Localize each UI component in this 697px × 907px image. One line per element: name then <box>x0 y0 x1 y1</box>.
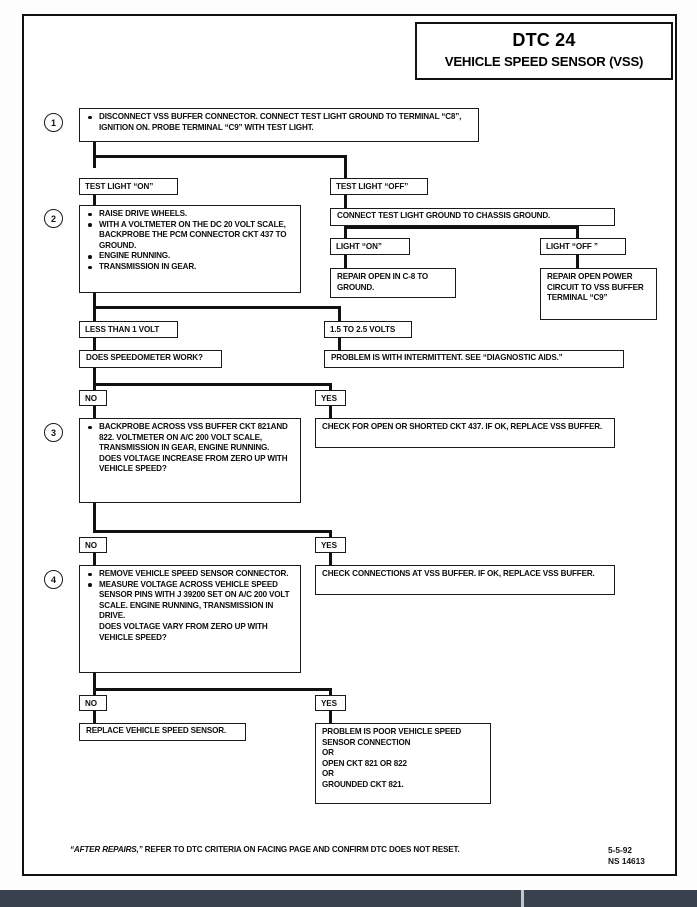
line-step2-across <box>93 306 341 309</box>
tag-no-2: NO <box>79 537 107 553</box>
repair-open-power-box: REPAIR OPEN POWER CIRCUIT TO VSS BUFFER … <box>540 268 657 320</box>
step-1-bullet-1: DISCONNECT VSS BUFFER CONNECTOR. CONNECT… <box>86 112 473 133</box>
line-lightoff-down <box>576 255 579 268</box>
step-3-box: BACKPROBE ACROSS VSS BUFFER CKT 821AND 8… <box>79 418 301 503</box>
tag-yes-3: YES <box>315 695 346 711</box>
dtc-name: VEHICLE SPEED SENSOR (VSS) <box>444 54 644 69</box>
step-4-box: REMOVE VEHICLE SPEED SENSOR CONNECTOR. M… <box>79 565 301 673</box>
line-no1-down <box>93 406 96 418</box>
tag-test-light-on: TEST LIGHT “ON” <box>79 178 178 195</box>
line-no3-down <box>93 711 96 723</box>
step-number-2: 2 <box>44 209 63 228</box>
footer-note: “AFTER REPAIRS,” REFER TO DTC CRITERIA O… <box>70 845 600 854</box>
bottom-bar-divider <box>521 890 524 907</box>
line-testlightoff-down <box>344 195 347 208</box>
line-yes3-down <box>329 711 332 723</box>
step-number-3: 3 <box>44 423 63 442</box>
line-step3-down <box>93 503 96 533</box>
problem-intermittent-box: PROBLEM IS WITH INTERMITTENT. SEE “DIAGN… <box>324 350 624 368</box>
step-1-box: DISCONNECT VSS BUFFER CONNECTOR. CONNECT… <box>79 108 479 142</box>
step-2-bullet-2: WITH A VOLTMETER ON THE DC 20 VOLT SCALE… <box>86 220 295 252</box>
poor-connection-line-6: GROUNDED CKT 821. <box>322 779 404 789</box>
step-4-bullet-1: REMOVE VEHICLE SPEED SENSOR CONNECTOR. <box>86 569 295 580</box>
does-speedometer-work-box: DOES SPEEDOMETER WORK? <box>79 350 222 368</box>
connect-chassis-ground-box: CONNECT TEST LIGHT GROUND TO CHASSIS GRO… <box>330 208 615 226</box>
line-lessthan1-down <box>93 338 96 350</box>
line-chassis-right-down <box>576 226 579 238</box>
problem-poor-connection-box: PROBLEM IS POOR VEHICLE SPEED SENSOR CON… <box>315 723 491 804</box>
line-step1-right-down <box>344 155 347 178</box>
step-4-question: DOES VOLTAGE VARY FROM ZERO UP WITH VEHI… <box>99 621 268 642</box>
footer-emphasis: “AFTER REPAIRS,” <box>70 845 143 854</box>
step-2-bullet-1: RAISE DRIVE WHEELS. <box>86 209 295 220</box>
footer-stamp: 5-5-92 NS 14613 <box>608 845 678 867</box>
step-number-4: 4 <box>44 570 63 589</box>
poor-connection-line-5: OR <box>322 769 334 779</box>
tag-1-5-to-2-5-volts: 1.5 TO 2.5 VOLTS <box>324 321 412 338</box>
tag-yes-1: YES <box>315 390 346 406</box>
step-3-bullet-1: BACKPROBE ACROSS VSS BUFFER CKT 821AND 8… <box>86 422 295 454</box>
line-yes2-down <box>329 553 332 565</box>
tag-light-off: LIGHT “OFF ” <box>540 238 626 255</box>
dtc-code: DTC 24 <box>512 30 576 50</box>
line-step3-across <box>93 530 332 533</box>
step-4-bullet-2: MEASURE VOLTAGE ACROSS VEHICLE SPEED SEN… <box>86 580 295 622</box>
tag-yes-2: YES <box>315 537 346 553</box>
poor-connection-line-2: SENSOR CONNECTION <box>322 737 411 747</box>
tag-less-than-1-volt: LESS THAN 1 VOLT <box>79 321 178 338</box>
tag-light-on: LIGHT “ON” <box>330 238 410 255</box>
line-step4-across <box>93 688 332 691</box>
check-ckt-437-box: CHECK FOR OPEN OR SHORTED CKT 437. IF OK… <box>315 418 615 448</box>
step-2-box: RAISE DRIVE WHEELS. WITH A VOLTMETER ON … <box>79 205 301 293</box>
title-block: DTC 24 VEHICLE SPEED SENSOR (VSS) <box>415 22 673 80</box>
step-number-1: 1 <box>44 113 63 132</box>
step-2-bullet-4: TRANSMISSION IN GEAR. <box>86 262 295 273</box>
line-chassis-across <box>344 226 579 229</box>
poor-connection-line-4: OPEN CKT 821 OR 822 <box>322 758 407 768</box>
line-chassis-left-down <box>344 226 347 238</box>
line-15to25-down <box>338 338 341 350</box>
line-yes1-down <box>329 406 332 418</box>
line-speedo-across <box>93 383 332 386</box>
line-no2-down <box>93 553 96 565</box>
replace-vss-box: REPLACE VEHICLE SPEED SENSOR. <box>79 723 246 741</box>
footer-date: 5-5-92 <box>608 845 632 855</box>
bottom-app-bar <box>0 890 697 907</box>
poor-connection-line-1: PROBLEM IS POOR VEHICLE SPEED <box>322 727 462 736</box>
tag-no-3: NO <box>79 695 107 711</box>
step-3-question: DOES VOLTAGE INCREASE FROM ZERO UP WITH … <box>99 453 288 474</box>
line-step2-right-down <box>338 306 341 321</box>
tag-test-light-off: TEST LIGHT “OFF” <box>330 178 428 195</box>
footer-rest: REFER TO DTC CRITERIA ON FACING PAGE AND… <box>142 845 460 854</box>
line-step1-across <box>93 155 347 158</box>
line-testlighton-down <box>93 195 96 208</box>
check-connections-box: CHECK CONNECTIONS AT VSS BUFFER. IF OK, … <box>315 565 615 595</box>
step-2-bullet-3: ENGINE RUNNING. <box>86 251 295 262</box>
poor-connection-line-3: OR <box>322 748 334 758</box>
line-lighton-down <box>344 255 347 268</box>
footer-doc-id: NS 14613 <box>608 856 645 866</box>
repair-open-c8-box: REPAIR OPEN IN C-8 TO GROUND. <box>330 268 456 298</box>
tag-no-1: NO <box>79 390 107 406</box>
